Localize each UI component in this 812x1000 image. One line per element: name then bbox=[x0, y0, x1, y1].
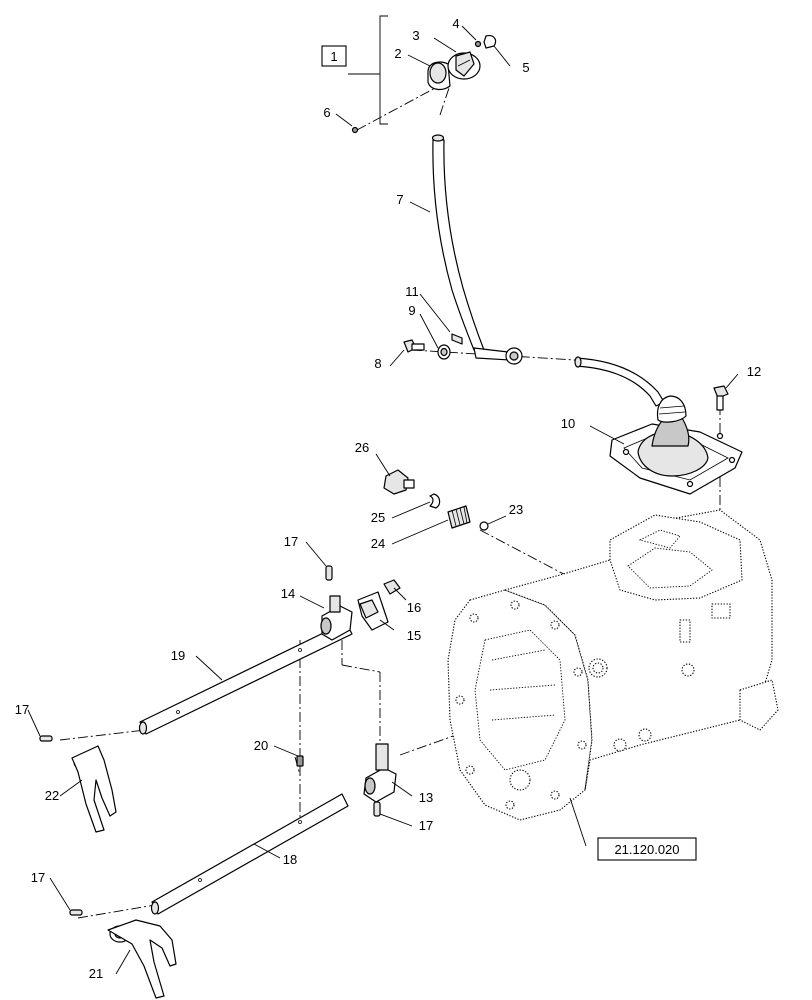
callout-23: 23 bbox=[509, 502, 523, 517]
callout-21: 21 bbox=[89, 966, 103, 981]
callout-17-fork-22: 17 bbox=[15, 702, 29, 717]
pivot-bolt bbox=[403, 339, 425, 353]
callout-16: 16 bbox=[407, 600, 421, 615]
detent-ball bbox=[479, 521, 489, 531]
callout-6: 6 bbox=[323, 105, 330, 120]
set-screw bbox=[296, 755, 304, 767]
shift-tower-assembly bbox=[574, 356, 743, 495]
callout-labels: 1 2 3 4 5 6 7 8 9 10 11 12 13 14 15 16 1… bbox=[15, 16, 761, 981]
callout-12: 12 bbox=[747, 364, 761, 379]
roll-pin-fork-21 bbox=[69, 909, 83, 916]
lever-bushing bbox=[437, 344, 451, 360]
shift-rail-upper bbox=[138, 621, 353, 735]
roll-pin-upper bbox=[325, 565, 333, 581]
lever-key bbox=[451, 333, 463, 345]
interlock-plate bbox=[357, 591, 389, 631]
callout-17-upper: 17 bbox=[284, 534, 298, 549]
shift-fork-upper bbox=[71, 745, 117, 833]
section-reference-box[interactable] bbox=[597, 837, 697, 861]
shift-fork-collar bbox=[320, 595, 353, 641]
callout-19: 19 bbox=[171, 648, 185, 663]
callout-24: 24 bbox=[371, 536, 385, 551]
callout-7: 7 bbox=[396, 192, 403, 207]
retainer-dome bbox=[447, 51, 481, 80]
detent-washer bbox=[429, 493, 441, 509]
callout-4: 4 bbox=[452, 16, 459, 31]
retaining-pin bbox=[474, 40, 482, 48]
transmission-housing bbox=[447, 509, 779, 821]
callout-26: 26 bbox=[355, 440, 369, 455]
shift-boot-cap bbox=[427, 61, 451, 91]
callout-15: 15 bbox=[407, 628, 421, 643]
retaining-clip bbox=[483, 35, 497, 49]
section-reference-label[interactable]: 21.120.020 bbox=[614, 842, 679, 857]
callout-22: 22 bbox=[45, 788, 59, 803]
shift-fork-lower bbox=[107, 919, 177, 999]
callout-2: 2 bbox=[394, 46, 401, 61]
callout-9: 9 bbox=[408, 303, 415, 318]
callout-13: 13 bbox=[419, 790, 433, 805]
detent-spring bbox=[447, 505, 471, 529]
gear-shift-lever bbox=[431, 134, 523, 365]
gear-lever-upper-kit bbox=[348, 15, 497, 134]
callout-25: 25 bbox=[371, 510, 385, 525]
tower-mounting-bolt bbox=[713, 385, 729, 411]
callout-14: 14 bbox=[281, 586, 295, 601]
callout-11: 11 bbox=[405, 284, 419, 299]
callout-17-lower: 17 bbox=[419, 818, 433, 833]
lever-pin bbox=[351, 126, 359, 134]
callout-leader-lines bbox=[27, 25, 739, 975]
kit-reference-box bbox=[321, 45, 347, 67]
roll-pin-fork-22 bbox=[39, 735, 53, 742]
callout-8: 8 bbox=[374, 356, 381, 371]
callout-17-fork-21: 17 bbox=[31, 870, 45, 885]
callout-18: 18 bbox=[283, 852, 297, 867]
callout-20: 20 bbox=[254, 738, 268, 753]
plate-bolt bbox=[383, 579, 401, 595]
callout-5: 5 bbox=[522, 60, 529, 75]
callout-10: 10 bbox=[561, 416, 575, 431]
selector-block bbox=[363, 743, 397, 803]
callout-3: 3 bbox=[412, 28, 419, 43]
shift-rail-lower bbox=[150, 793, 349, 915]
roll-pin-lower bbox=[373, 801, 381, 817]
callout-1: 1 bbox=[330, 49, 337, 64]
